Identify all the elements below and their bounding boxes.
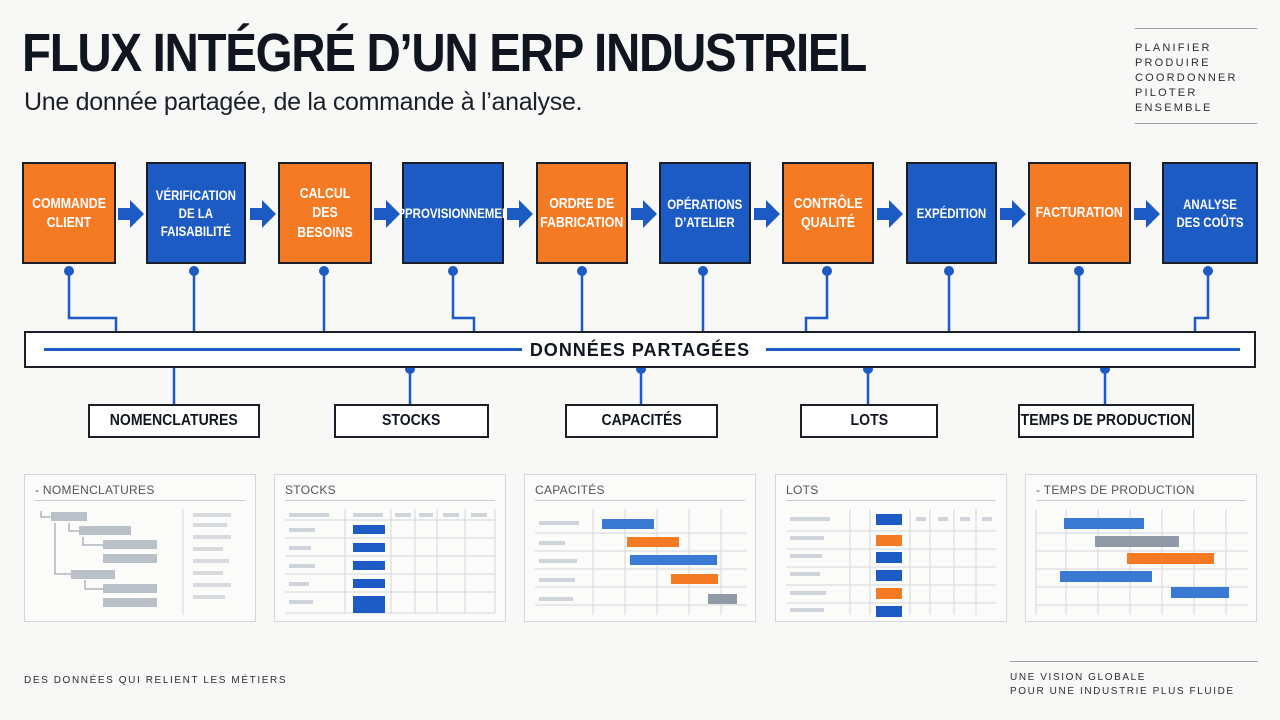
footer-right-caption: UNE VISION GLOBALE POUR UNE INDUSTRIE PL… — [1010, 661, 1258, 699]
panel-title: CAPACITÉS — [535, 483, 605, 497]
panel-title: STOCKS — [285, 483, 336, 497]
arrow-right-icon — [754, 200, 780, 228]
flow-step-calcul-besoins: CALCUL DES BESOINS — [278, 162, 372, 264]
flow-step-facturation: FACTURATION — [1028, 162, 1131, 264]
footer-left-caption: DES DONNÉES QUI RELIENT LES MÉTIERS — [24, 675, 288, 686]
arrow-right-icon — [374, 200, 400, 228]
panel-title: - TEMPS DE PRODUCTION — [1036, 483, 1195, 497]
resource-stocks: STOCKS — [334, 404, 489, 438]
page-title: FLUX INTÉGRÉ D’UN ERP INDUSTRIEL — [22, 23, 867, 83]
flow-step-verification-faisabilite: VÉRIFICATION DE LA FAISABILITÉ — [146, 162, 246, 264]
production-time-gantt-illustration — [1035, 509, 1248, 615]
panel-title: LOTS — [786, 483, 819, 497]
shared-data-label: DONNÉES PARTAGÉES — [26, 340, 1254, 361]
arrow-right-icon — [877, 200, 903, 228]
capacity-gantt-illustration — [535, 509, 747, 615]
flow-step-commande-client: COMMANDE CLIENT — [22, 162, 116, 264]
keyword: PLANIFIER — [1135, 42, 1212, 54]
panel-stocks: STOCKS — [274, 474, 506, 622]
shared-data-line-left — [44, 348, 542, 351]
keyword: PILOTER — [1135, 87, 1198, 99]
arrow-right-icon — [250, 200, 276, 228]
flow-step-analyse-couts: ANALYSE DES COÛTS — [1162, 162, 1258, 264]
footer-right-line: POUR UNE INDUSTRIE PLUS FLUIDE — [1010, 686, 1235, 697]
panel-nomenclatures: - NOMENCLATURES — [24, 474, 256, 622]
stocks-table-illustration — [285, 509, 496, 614]
panel-capacites: CAPACITÉS — [524, 474, 756, 622]
arrow-right-icon — [1000, 200, 1026, 228]
panel-lots: LOTS — [775, 474, 1007, 622]
resource-lots: LOTS — [800, 404, 938, 438]
flow-step-controle-qualite: CONTRÔLE QUALITÉ — [782, 162, 874, 264]
arrow-right-icon — [507, 200, 533, 228]
flow-step-expedition: EXPÉDITION — [906, 162, 997, 264]
keyword: ENSEMBLE — [1135, 102, 1213, 114]
shared-data-bar: DONNÉES PARTAGÉES — [24, 331, 1256, 368]
keyword: COORDONNER — [1135, 72, 1238, 84]
flow-step-operations-atelier: OPÉRATIONS D’ATELIER — [659, 162, 751, 264]
keywords-box: PLANIFIER PRODUIRE COORDONNER PILOTER EN… — [1135, 28, 1257, 124]
keyword: PRODUIRE — [1135, 57, 1211, 69]
lots-table-illustration — [786, 509, 996, 617]
page-subtitle: Une donnée partagée, de la commande à l’… — [24, 88, 583, 116]
bom-tree-illustration — [40, 509, 231, 615]
resource-nomenclatures: NOMENCLATURES — [88, 404, 260, 438]
panel-title: - NOMENCLATURES — [35, 483, 155, 497]
flow-step-ordre-fabrication: ORDRE DE FABRICATION — [536, 162, 628, 264]
footer-right-line: UNE VISION GLOBALE — [1010, 672, 1147, 683]
panel-temps-production: - TEMPS DE PRODUCTION — [1025, 474, 1257, 622]
arrow-right-icon — [118, 200, 144, 228]
resource-capacites: CAPACITÉS — [565, 404, 718, 438]
resource-temps-production: TEMPS DE PRODUCTION — [1018, 404, 1194, 438]
flow-step-approvisionnement: APPROVISIONNEMENT — [389, 162, 517, 264]
arrow-right-icon — [631, 200, 657, 228]
shared-data-line-right — [766, 348, 1240, 351]
arrow-right-icon — [1134, 200, 1160, 228]
